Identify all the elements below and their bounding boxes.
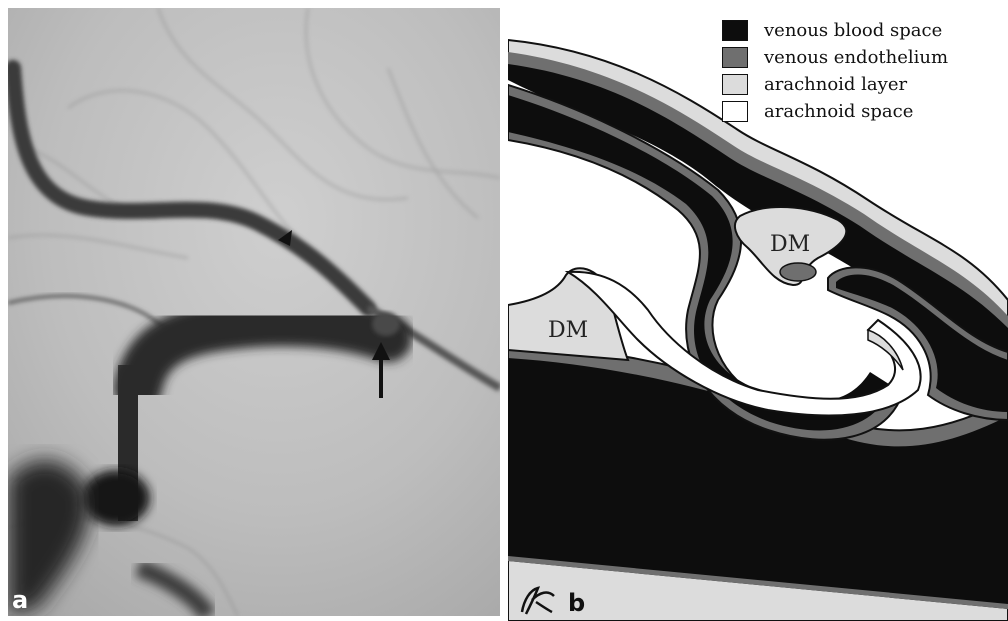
legend-label: venous blood space (764, 20, 942, 41)
dm-label-left: DM (548, 318, 588, 343)
panel-label-a: a (12, 586, 28, 614)
legend-item: venous endothelium (722, 45, 948, 69)
legend-swatch (722, 20, 748, 41)
legend-swatch (722, 47, 748, 68)
legend-label: arachnoid layer (764, 74, 907, 95)
angiogram-image (8, 8, 500, 616)
legend-label: venous endothelium (764, 47, 948, 68)
dm-label-top: DM (770, 232, 810, 257)
legend-swatch (722, 74, 748, 95)
legend-swatch (722, 101, 748, 122)
legend-item: arachnoid layer (722, 72, 948, 96)
panel-label-b: b (568, 589, 585, 617)
legend-item: arachnoid space (722, 99, 948, 123)
legend-item: venous blood space (722, 18, 948, 42)
angiogram-drawing (8, 8, 500, 616)
legend-label: arachnoid space (764, 101, 913, 122)
legend: venous blood space venous endothelium ar… (722, 18, 948, 126)
